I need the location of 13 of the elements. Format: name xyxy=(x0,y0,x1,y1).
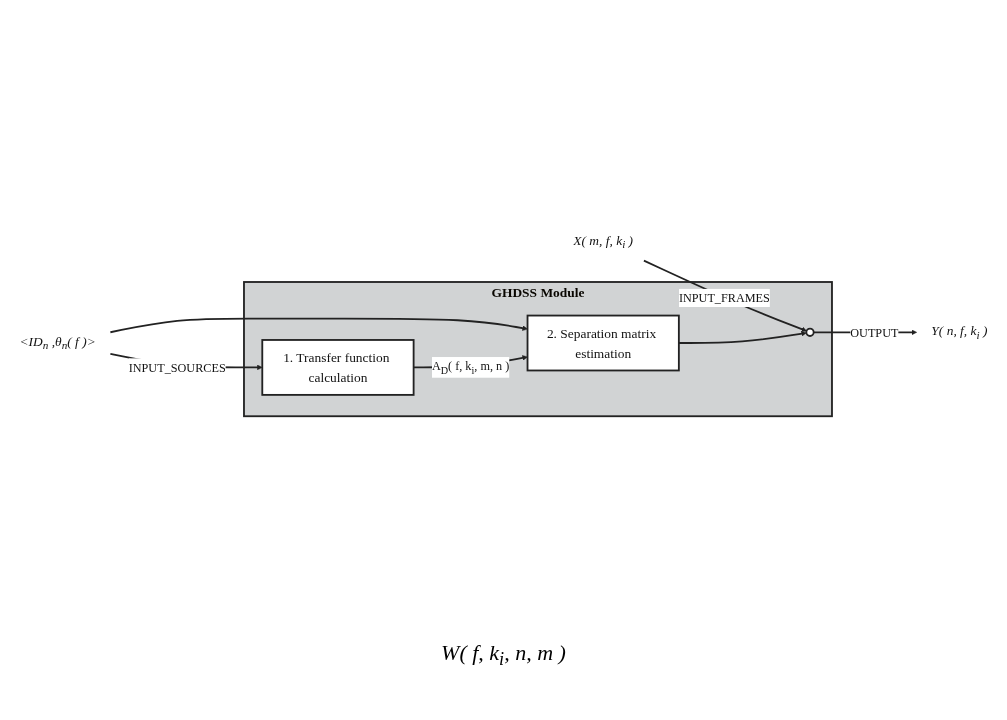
arrow xyxy=(643,260,807,333)
signal-label: W( f, k$_{i}$, n, m ) xyxy=(440,640,567,671)
node-text: X( m, f, k$_{i}$ ) xyxy=(573,233,634,252)
edge-label: A$_{D}$( f, k$_{i}$, m, n ) xyxy=(431,359,510,377)
edge-label: OUTPUT xyxy=(850,326,899,340)
edge-label: INPUT_FRAMES xyxy=(678,291,770,306)
node-text: Y( n, f, k$_{i}$ ) xyxy=(931,323,988,342)
node-circle xyxy=(805,328,815,338)
edge-label: INPUT_SOURCES xyxy=(128,361,226,375)
node-box: 1. Transfer function calculation xyxy=(261,339,415,397)
node-text: <ID$_{n}$ ,θ$_{n}$( f )> xyxy=(19,334,96,353)
node-box: 2. Separation matrix estimation xyxy=(526,315,680,372)
arrow xyxy=(109,318,528,334)
